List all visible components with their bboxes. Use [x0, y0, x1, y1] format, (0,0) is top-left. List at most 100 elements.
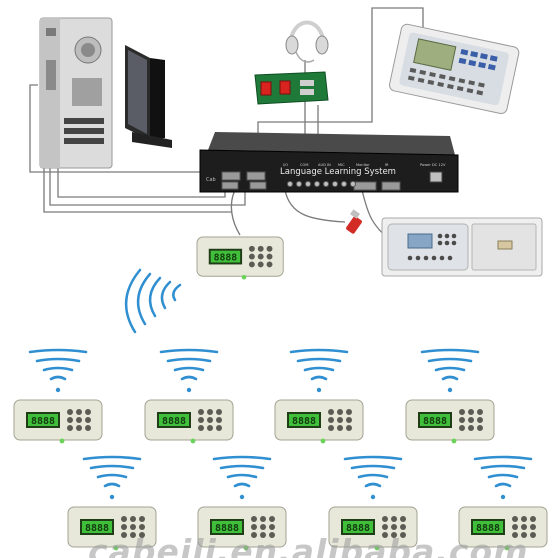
- terminal-key: [400, 524, 406, 530]
- terminal-key: [139, 516, 145, 522]
- terminal-key: [512, 516, 518, 522]
- port-label-5: IR: [385, 163, 389, 167]
- terminal-key: [198, 409, 204, 415]
- usb-dongle-image: [346, 209, 362, 234]
- terminal-key: [248, 261, 255, 268]
- terminal-key: [260, 516, 266, 522]
- main-unit-title: Language Learning System: [280, 167, 396, 177]
- wifi-icon: [473, 455, 533, 500]
- terminal-key: [76, 409, 82, 415]
- audio-jack: [322, 180, 330, 188]
- terminal-key: [521, 516, 527, 522]
- terminal-key: [207, 409, 213, 415]
- teacher-controller-image: [389, 23, 520, 115]
- terminal-led: [320, 438, 326, 444]
- terminal-key: [391, 532, 397, 538]
- terminal-key: [328, 425, 334, 431]
- terminal-key: [346, 409, 352, 415]
- terminal-key: [130, 524, 136, 530]
- terminal-lcd: [289, 414, 319, 426]
- terminal-key: [477, 417, 483, 423]
- terminal-key: [530, 524, 536, 530]
- terminal-key: [459, 409, 465, 415]
- terminal-key: [76, 417, 82, 423]
- headset-image: [285, 20, 329, 63]
- wifi-icon: [420, 348, 480, 393]
- terminal-key: [67, 425, 73, 431]
- terminal-key: [216, 409, 222, 415]
- port-label-3: MIC: [338, 163, 345, 167]
- terminal-led: [113, 545, 119, 551]
- terminal-lcd: [82, 521, 112, 533]
- terminal-display-text: 8888: [423, 416, 447, 427]
- student-terminal: 8888: [13, 348, 103, 444]
- student-terminal: 8888: [274, 348, 364, 444]
- terminal-key: [391, 516, 397, 522]
- terminal-display-text: 8888: [346, 523, 370, 534]
- terminal-key: [76, 425, 82, 431]
- student-terminal: 8888: [328, 455, 418, 551]
- terminal-key: [382, 516, 388, 522]
- terminal-key: [382, 532, 388, 538]
- audio-jack: [304, 180, 312, 188]
- student-terminal: 8888: [67, 455, 157, 551]
- terminal-led: [241, 274, 247, 280]
- main-unit-jacks: [286, 180, 357, 188]
- terminal-key: [266, 253, 273, 260]
- port-label-7: DC 12V: [432, 163, 446, 167]
- terminal-key: [391, 524, 397, 530]
- wifi-icon: [28, 348, 88, 393]
- terminal-key: [260, 524, 266, 530]
- terminal-key: [121, 516, 127, 522]
- terminal-led: [451, 438, 457, 444]
- terminal-key: [346, 425, 352, 431]
- terminal-key: [130, 532, 136, 538]
- unit-to-terminal-cable: [230, 189, 241, 236]
- terminal-key: [269, 524, 275, 530]
- student-terminal: 8888: [144, 348, 234, 444]
- terminal-key: [257, 253, 264, 260]
- port-label-6: Power: [420, 163, 431, 167]
- broadcast-waves: [124, 268, 182, 334]
- terminal-key: [337, 417, 343, 423]
- audio-jack: [340, 180, 348, 188]
- terminal-key: [266, 261, 273, 268]
- terminal-key: [269, 516, 275, 522]
- terminal-key: [260, 532, 266, 538]
- terminal-key: [251, 516, 257, 522]
- terminal-led: [59, 438, 65, 444]
- unit-to-usb-cable: [284, 189, 346, 223]
- terminal-key: [257, 261, 264, 268]
- terminal-key: [459, 417, 465, 423]
- terminal-key: [328, 409, 334, 415]
- port-label-4: Monitor: [356, 163, 370, 167]
- terminal-lcd: [420, 414, 450, 426]
- terminal-key: [85, 409, 91, 415]
- terminal-led: [374, 545, 380, 551]
- terminal-key: [216, 417, 222, 423]
- monitor-image: [125, 45, 172, 148]
- pc-tower-image: [39, 17, 113, 169]
- watermark: cabeili.en.alibaba.com: [88, 532, 529, 558]
- terminal-led: [190, 438, 196, 444]
- terminal-lcd: [210, 250, 241, 263]
- terminal-key: [382, 524, 388, 530]
- audio-jack: [313, 180, 321, 188]
- wifi-icon: [343, 455, 403, 500]
- port-label-2: AUD IN: [318, 163, 331, 167]
- terminal-led: [504, 545, 510, 551]
- switch-board-image: [254, 71, 329, 105]
- terminal-key: [130, 516, 136, 522]
- unit-to-controller-cable: [257, 7, 424, 140]
- desk-box-image: [381, 217, 543, 277]
- terminal-key: [468, 417, 474, 423]
- terminal-key: [521, 524, 527, 530]
- terminal-key: [266, 245, 273, 252]
- terminal-key: [468, 409, 474, 415]
- terminal-key: [207, 425, 213, 431]
- terminal-key: [248, 253, 255, 260]
- terminal-key: [67, 409, 73, 415]
